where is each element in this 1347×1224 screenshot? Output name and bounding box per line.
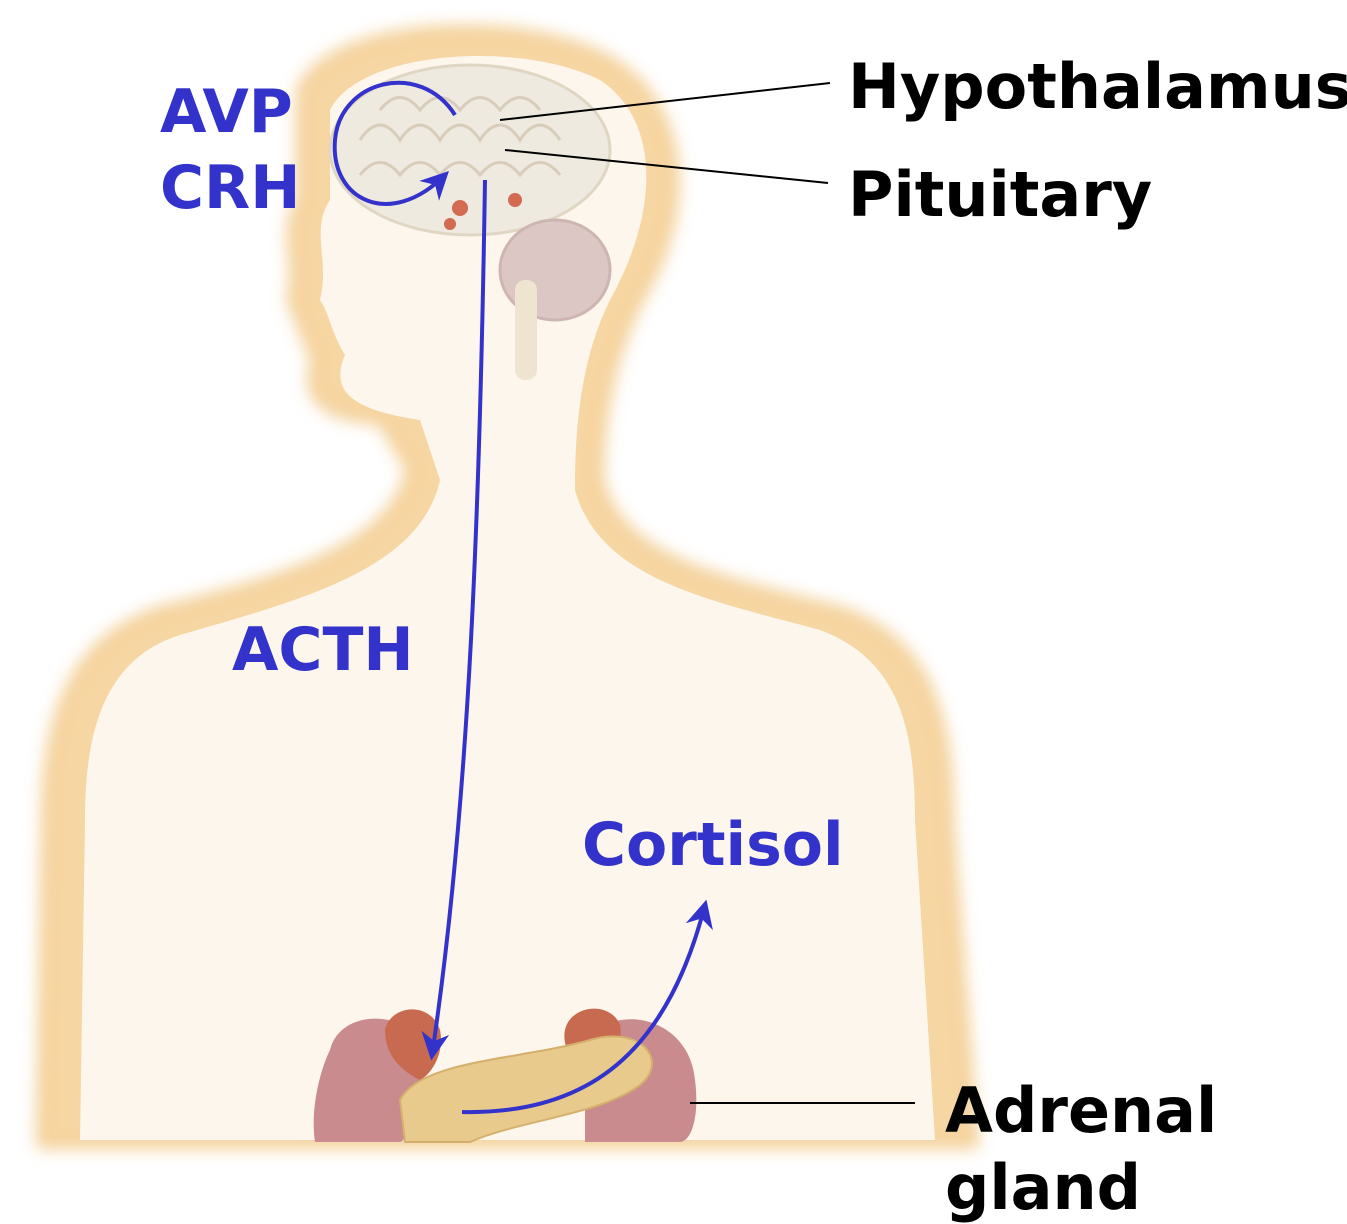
crh-label: CRH: [160, 158, 300, 218]
pituitary-label: Pituitary: [848, 164, 1152, 226]
adrenal-gland-label-line2: gland: [945, 1157, 1141, 1219]
adrenal-gland-label-line1: Adrenal: [945, 1080, 1217, 1142]
avp-label: AVP: [160, 82, 293, 142]
cortisol-label: Cortisol: [582, 815, 844, 875]
acth-label: ACTH: [232, 620, 414, 680]
hypothalamus-label: Hypothalamus: [848, 56, 1347, 118]
